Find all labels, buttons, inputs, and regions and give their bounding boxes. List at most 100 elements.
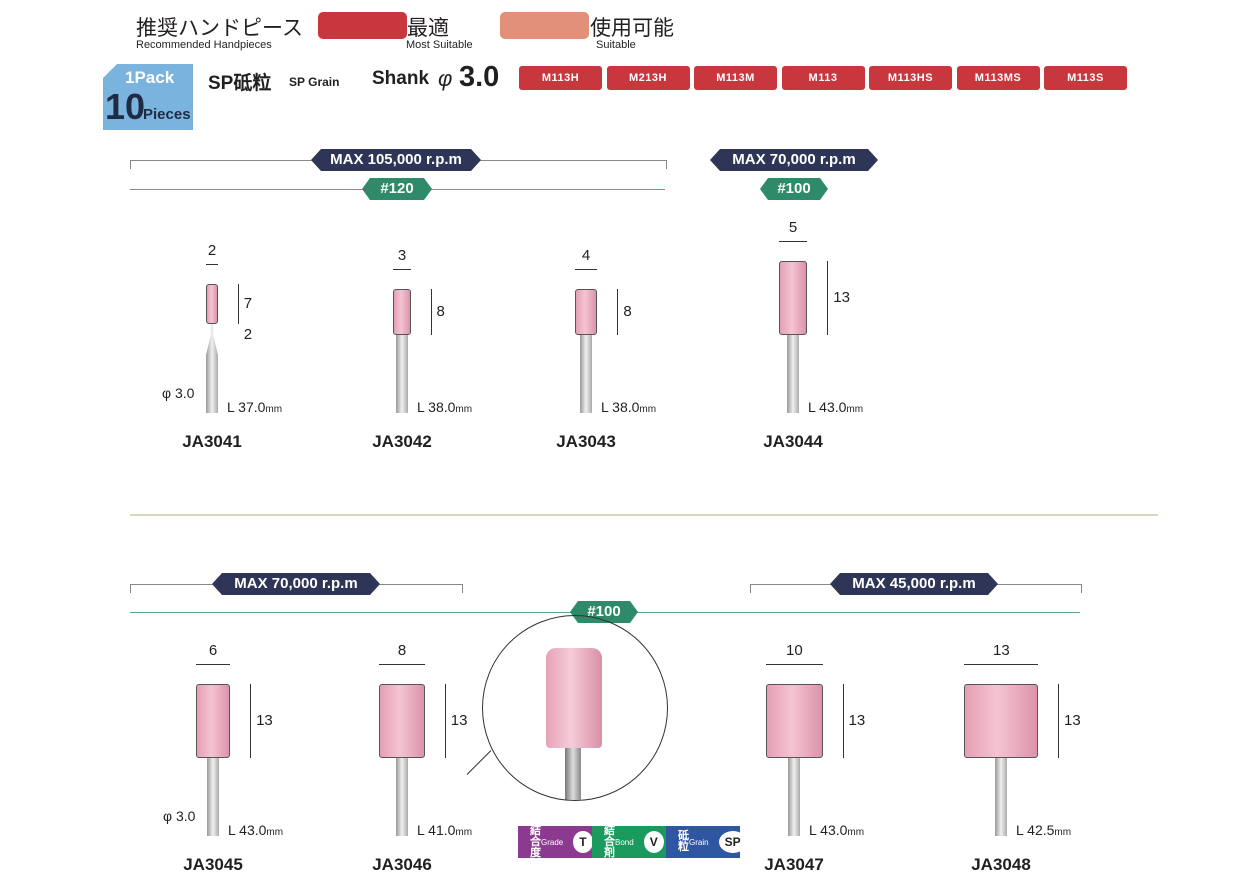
product-code: JA3045 [183,855,243,874]
length-unit: mm [455,404,473,415]
length-value: L 38.0 [601,399,640,415]
shank [396,758,408,836]
magnifier-pointer [466,750,492,775]
length-unit: mm [265,404,283,415]
height-dimension-line [1058,683,1060,758]
grinding-head [379,683,425,758]
rpm-tag: MAX 70,000 r.p.m [710,149,878,171]
pack-unit: Pieces [143,106,191,123]
pack-count: 10 [105,86,146,127]
height-dimension-line [842,683,844,758]
handpiece-badge: M113S [1044,66,1127,90]
legend-value: SP [718,831,747,853]
width-dimension-line [765,663,823,665]
width-dimension-line [574,269,598,271]
diameter-value: 8 [397,641,407,659]
length-label: L 42.5mm [1016,822,1071,838]
width-dimension-line [379,663,425,665]
closeup-shank [565,748,581,800]
height-value: 13 [848,711,866,729]
shank-diameter-label: φ 3.0 [163,808,196,824]
product-code: JA3042 [372,432,432,451]
rpm-tag: MAX 105,000 r.p.m [311,149,481,171]
length-value: L 43.0 [808,399,847,415]
length-label: L 38.0mm [417,399,472,415]
shank [207,758,219,836]
neck-value: 2 [243,326,253,344]
product-code: JA3043 [556,432,616,451]
height-value: 13 [256,711,273,729]
grinding-head [574,289,598,335]
height-dimension-line [827,260,829,335]
length-value: L 43.0 [228,822,267,838]
height-value: 13 [1064,711,1081,729]
recommended-title: 推奨ハンドピース [136,17,303,40]
handpiece-badge: M213H [606,66,690,90]
legend-jp: 砥 粒 [678,830,689,853]
grit-tag: #100 [760,178,828,200]
diameter-value: 6 [208,641,218,659]
product-code: JA3046 [372,855,432,874]
diameter-value: 10 [786,641,803,659]
legend-value: V [643,831,664,853]
section-divider [130,514,1158,516]
closeup-grinding-head [546,648,602,748]
diameter-value: 13 [993,641,1010,659]
legend-jp: 結合剤 [604,824,615,859]
handpiece-badge: M113M [694,66,777,90]
height-dimension-line [617,289,619,335]
rpm-tag: MAX 45,000 r.p.m [830,573,998,595]
height-value: 13 [450,711,468,729]
width-dimension-line [195,663,231,665]
length-unit: mm [455,827,473,838]
product-code: JA3041 [182,432,242,451]
grinding-head [206,283,218,324]
length-label: L 43.0mm [808,399,863,415]
grinding-head [963,683,1039,758]
height-dimension-line [430,289,432,335]
suitable-swatch [500,12,589,39]
rpm-tag: MAX 70,000 r.p.m [212,573,380,595]
legend-jp: 結合度 [530,824,541,859]
most-suitable-label: 最適 [407,17,449,40]
shank [580,335,592,413]
product-code: JA3047 [764,855,824,874]
grinding-head [778,260,808,335]
grain-jp: SP砥粒 [208,73,272,94]
length-unit: mm [1054,827,1072,838]
shank-symbol: φ [438,66,453,91]
handpiece-badge: M113MS [956,66,1040,90]
pack-line1: 1Pack [125,68,175,87]
legend-value: T [573,831,593,853]
length-value: L 41.0 [417,822,456,838]
height-value: 7 [243,294,253,312]
height-dimension-line [237,283,239,324]
width-dimension-line [963,663,1039,665]
width-dimension-line [393,269,411,271]
grain-en: SP Grain [289,75,340,89]
suitable-en: Suitable [596,39,636,51]
length-label: L 38.0mm [601,399,656,415]
legend-en: Bond [615,837,634,847]
length-unit: mm [847,827,865,838]
recommended-subtitle: Recommended Handpieces [136,39,272,51]
width-dimension-line [778,240,808,242]
shank [788,758,800,836]
length-unit: mm [846,404,864,415]
handpiece-badge: M113HS [869,66,952,90]
height-dimension-line [250,683,252,758]
grinding-head [393,289,411,335]
height-value: 8 [436,303,445,321]
handpiece-badge: M113H [519,66,602,90]
shank-value: 3.0 [459,61,500,93]
diameter-value: 5 [788,218,798,236]
closeup-magnifier [482,615,668,801]
diameter-value: 2 [207,241,217,259]
length-label: L 43.0mm [228,822,283,838]
